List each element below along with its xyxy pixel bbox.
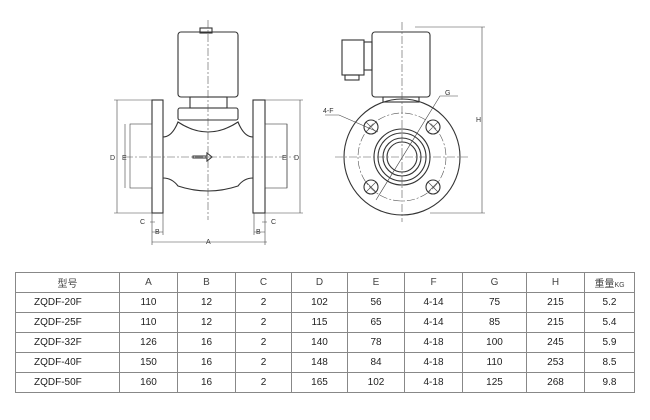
value-cell: 102 <box>291 292 348 313</box>
solenoid-coil-side <box>371 31 431 98</box>
model-cell: ZQDF-20F <box>15 292 120 313</box>
dim-b-right: B <box>256 229 261 236</box>
header-a: A <box>119 272 178 293</box>
dim-d-right: D <box>294 155 299 162</box>
value-cell: 115 <box>291 312 348 333</box>
value-cell: 148 <box>291 352 348 373</box>
model-cell: ZQDF-32F <box>15 332 120 353</box>
weight-label: 重量 <box>594 279 615 290</box>
value-cell: 2 <box>235 292 292 313</box>
value-cell: 5.4 <box>584 312 635 333</box>
value-cell: 78 <box>347 332 405 353</box>
value-cell: 5.2 <box>584 292 635 313</box>
header-b: B <box>177 272 236 293</box>
header-model: 型号 <box>15 272 120 293</box>
value-cell: 9.8 <box>584 372 635 393</box>
value-cell: 2 <box>235 332 292 353</box>
weight-unit: KG <box>614 282 625 289</box>
value-cell: 56 <box>347 292 405 313</box>
header-g: G <box>462 272 527 293</box>
value-cell: 16 <box>177 332 236 353</box>
header-weight: 重量KG <box>584 272 635 293</box>
value-cell: 110 <box>462 352 527 373</box>
value-cell: 125 <box>462 372 527 393</box>
value-cell: 4-14 <box>404 312 463 333</box>
bolt-holes <box>363 119 441 195</box>
value-cell: 16 <box>177 352 236 373</box>
value-cell: 253 <box>526 352 585 373</box>
value-cell: 2 <box>235 352 292 373</box>
dim-e-right: E <box>282 155 287 162</box>
value-cell: 75 <box>462 292 527 313</box>
value-cell: 126 <box>119 332 178 353</box>
value-cell: 2 <box>235 312 292 333</box>
table-header-row: 型号 A B C D E F G H 重量KG <box>15 272 635 293</box>
dim-g: G <box>445 90 450 97</box>
value-cell: 140 <box>291 332 348 353</box>
value-cell: 4-18 <box>404 352 463 373</box>
dim-h: H <box>476 117 481 124</box>
left-flange <box>151 99 164 214</box>
value-cell: 4-18 <box>404 332 463 353</box>
value-cell: 8.5 <box>584 352 635 373</box>
header-f: F <box>404 272 463 293</box>
model-cell: ZQDF-40F <box>15 352 120 373</box>
left-pipe-outline <box>129 123 153 189</box>
model-cell: ZQDF-25F <box>15 312 120 333</box>
value-cell: 85 <box>462 312 527 333</box>
dim-b-left: B <box>155 229 160 236</box>
value-cell: 12 <box>177 292 236 313</box>
value-cell: 102 <box>347 372 405 393</box>
model-cell: ZQDF-50F <box>15 372 120 393</box>
electrical-connector <box>341 39 365 76</box>
side-view: G 4-F H <box>323 22 485 222</box>
value-cell: 4-18 <box>404 372 463 393</box>
valve-technical-drawing: D E E D C C B B A G 4-F H <box>110 20 485 246</box>
value-cell: 4-14 <box>404 292 463 313</box>
front-view: D E E D C C B B A <box>110 20 303 246</box>
dim-a: A <box>206 239 211 246</box>
value-cell: 215 <box>526 312 585 333</box>
value-cell: 160 <box>119 372 178 393</box>
value-cell: 165 <box>291 372 348 393</box>
value-cell: 100 <box>462 332 527 353</box>
header-e: E <box>347 272 405 293</box>
value-cell: 150 <box>119 352 178 373</box>
value-cell: 16 <box>177 372 236 393</box>
value-cell: 268 <box>526 372 585 393</box>
header-h: H <box>526 272 585 293</box>
value-cell: 110 <box>119 312 178 333</box>
value-cell: 84 <box>347 352 405 373</box>
value-cell: 110 <box>119 292 178 313</box>
dim-c-left: C <box>140 219 145 226</box>
dim-e-left: E <box>122 155 127 162</box>
value-cell: 65 <box>347 312 405 333</box>
value-cell: 12 <box>177 312 236 333</box>
coil-neck <box>189 96 228 109</box>
value-cell: 245 <box>526 332 585 353</box>
flow-arrow-icon <box>192 151 213 163</box>
header-c: C <box>235 272 292 293</box>
dim-c-right: C <box>271 219 276 226</box>
dim-4-f: 4-F <box>323 108 334 115</box>
value-cell: 2 <box>235 372 292 393</box>
right-flange <box>252 99 266 214</box>
value-cell: 5.9 <box>584 332 635 353</box>
coil-cap <box>199 27 213 34</box>
dim-d-left: D <box>110 155 115 162</box>
header-d: D <box>291 272 348 293</box>
value-cell: 215 <box>526 292 585 313</box>
